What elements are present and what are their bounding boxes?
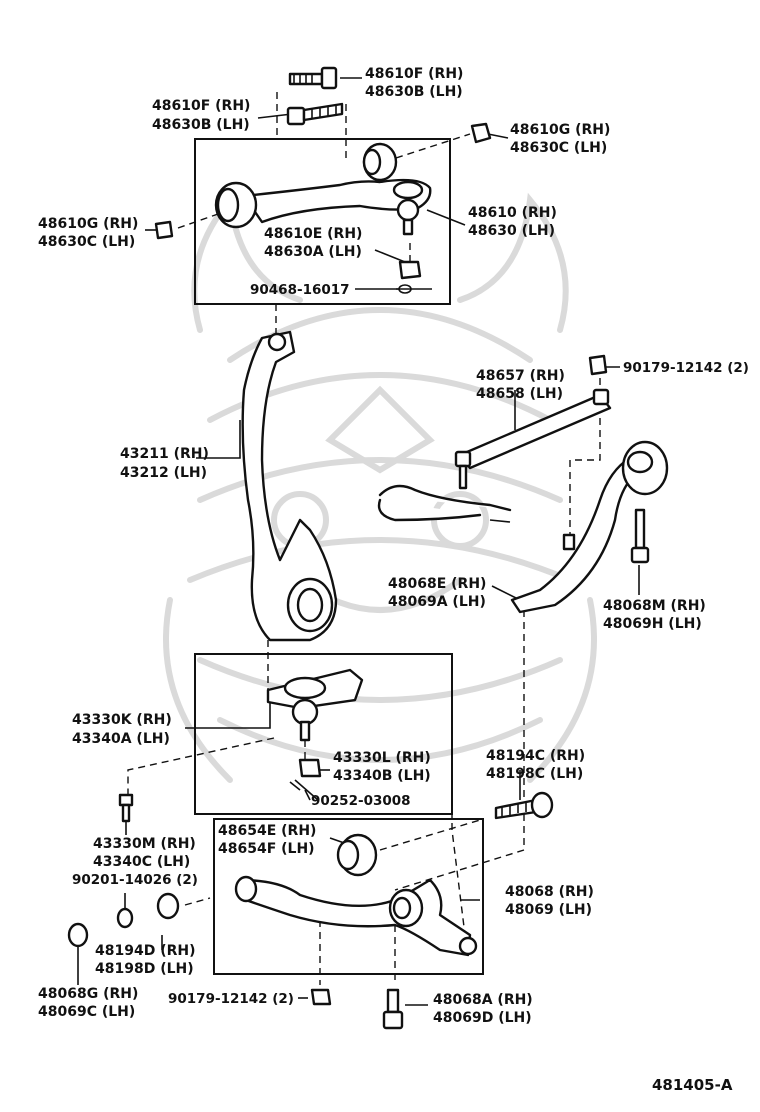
label-rh: 48068A (RH) xyxy=(433,992,533,1008)
lower-ball-joint xyxy=(266,668,364,742)
label-48068e: 48068E (RH) 48069A (LH) xyxy=(388,576,486,610)
label-48068: 48068 (RH) 48069 (LH) xyxy=(505,884,594,918)
watermark-emblem xyxy=(163,192,597,783)
label-lh: 48198D (LH) xyxy=(95,961,194,977)
label-rh: 48610E (RH) xyxy=(264,226,362,242)
label-48654e: 48654E (RH) 48654F (LH) xyxy=(218,823,316,857)
label-rh: 43330K (RH) xyxy=(72,712,172,728)
label-rh: 48194D (RH) xyxy=(95,943,196,959)
label-90252: 90252-03008 xyxy=(311,793,411,809)
label-rh: 43211 (RH) xyxy=(120,446,209,462)
ball-joint-cotter-pin xyxy=(289,779,319,801)
label-rh: 43330M (RH) xyxy=(93,836,196,852)
label-43330l: 43330L (RH) 43340B (LH) xyxy=(333,750,431,784)
ball-joint-nut xyxy=(298,758,322,778)
label-48610e: 48610E (RH) 48630A (LH) xyxy=(264,226,362,260)
label-single: 90252-03008 xyxy=(311,793,411,809)
label-lh: 48654F (LH) xyxy=(218,841,315,857)
label-single: 90201-14026 (2) xyxy=(72,872,198,888)
label-48610: 48610 (RH) 48630 (LH) xyxy=(468,205,557,239)
label-lh: 48658 (LH) xyxy=(476,386,563,402)
label-rh: 48657 (RH) xyxy=(476,368,565,384)
diagram-code: 481405-A xyxy=(652,1076,733,1094)
label-43211: 43211 (RH) 43212 (LH) xyxy=(120,446,209,481)
label-lh: 43340C (LH) xyxy=(93,854,190,870)
label-48068m: 48068M (RH) 48069H (LH) xyxy=(603,598,706,632)
label-lh: 48069H (LH) xyxy=(603,616,702,632)
label-48068g: 48068G (RH) 48069C (LH) xyxy=(38,986,138,1020)
lower-arm-box xyxy=(213,818,484,975)
label-lh: 48069D (LH) xyxy=(433,1010,532,1026)
label-lh: 48069 (LH) xyxy=(505,902,592,918)
label-43330k: 43330K (RH) 43340A (LH) xyxy=(72,712,172,747)
label-rh: 48610 (RH) xyxy=(468,205,557,221)
label-lh: 43212 (LH) xyxy=(120,465,207,481)
label-rh: 48610F (RH) xyxy=(365,66,463,82)
label-48068a: 48068A (RH) 48069D (LH) xyxy=(433,992,533,1026)
label-rh: 48654E (RH) xyxy=(218,823,316,839)
label-rh: 48194C (RH) xyxy=(486,748,585,764)
label-43330m: 43330M (RH) 43340C (LH) xyxy=(93,836,196,870)
lower-arm-nut xyxy=(310,988,332,1006)
label-90468: 90468-16017 xyxy=(250,282,350,298)
label-lh: 48069C (LH) xyxy=(38,1004,135,1020)
label-rh: 48610F (RH) xyxy=(152,98,250,114)
label-rh: 48068G (RH) xyxy=(38,986,138,1002)
label-lh: 48198C (LH) xyxy=(486,766,583,782)
label-48657: 48657 (RH) 48658 (LH) xyxy=(476,368,565,402)
label-48610g-left: 48610G (RH) 48630C (LH) xyxy=(38,216,138,250)
label-48194c: 48194C (RH) 48198C (LH) xyxy=(486,748,585,782)
label-single: 90179-12142 (2) xyxy=(168,991,294,1007)
label-lh: 48630C (LH) xyxy=(510,140,607,156)
cotter-pin xyxy=(396,284,432,294)
label-rh: 48068E (RH) xyxy=(388,576,486,592)
label-single: 90179-12142 (2) xyxy=(623,360,749,376)
label-lh: 48630A (LH) xyxy=(264,244,362,260)
label-single: 90468-16017 xyxy=(250,282,350,298)
label-rh: 43330L (RH) xyxy=(333,750,431,766)
label-rh: 48068M (RH) xyxy=(603,598,706,614)
strut-bar-nut xyxy=(588,354,608,376)
cam-washer-48194d xyxy=(156,892,180,920)
label-lh: 43340A (LH) xyxy=(72,731,170,747)
label-lh: 48630 (LH) xyxy=(468,223,555,239)
label-48610g-right: 48610G (RH) 48630C (LH) xyxy=(510,122,610,156)
label-rh: 48610G (RH) xyxy=(38,216,138,232)
label-lh: 43340B (LH) xyxy=(333,768,431,784)
crossmember xyxy=(377,484,512,523)
upper-arm-bolt-second xyxy=(286,102,344,126)
strut-bar-bolt xyxy=(458,464,468,490)
lower-arm-bushing xyxy=(336,833,378,877)
lower-arm-bolt-48068a xyxy=(382,988,404,1030)
steering-knuckle xyxy=(241,330,338,642)
bracket-stud xyxy=(562,533,576,551)
lower-control-arm xyxy=(234,875,478,957)
cam-plate-48068g xyxy=(67,922,89,948)
label-48610f-top: 48610F (RH) 48630B (LH) xyxy=(365,66,463,100)
upper-control-arm xyxy=(214,142,432,236)
label-48610f-second: 48610F (RH) 48630B (LH) xyxy=(152,98,250,133)
lower-arm-bolt-48194c xyxy=(494,791,554,820)
label-90179-bottom: 90179-12142 (2) xyxy=(168,991,294,1007)
label-lh: 48630B (LH) xyxy=(152,117,250,133)
label-lh: 48069A (LH) xyxy=(388,594,486,610)
label-rh: 48068 (RH) xyxy=(505,884,594,900)
rear-bracket-bolt xyxy=(630,508,650,564)
label-lh: 48630B (LH) xyxy=(365,84,463,100)
label-48194d: 48194D (RH) 48198D (LH) xyxy=(95,943,196,977)
upper-arm-nut-left xyxy=(154,220,174,240)
upper-arm-bolt-top xyxy=(288,66,338,90)
strut-bar xyxy=(454,388,612,470)
lower-arm-bolt-43330m xyxy=(118,793,134,823)
label-rh: 48610G (RH) xyxy=(510,122,610,138)
washer-90201 xyxy=(116,907,134,929)
label-90179-top: 90179-12142 (2) xyxy=(623,360,749,376)
label-lh: 48630C (LH) xyxy=(38,234,135,250)
upper-arm-nut-right xyxy=(470,122,492,144)
rear-bracket xyxy=(510,440,669,614)
label-90201: 90201-14026 (2) xyxy=(72,872,198,888)
upper-ball-joint-nut xyxy=(398,260,422,280)
dashed-leaders xyxy=(127,92,601,985)
